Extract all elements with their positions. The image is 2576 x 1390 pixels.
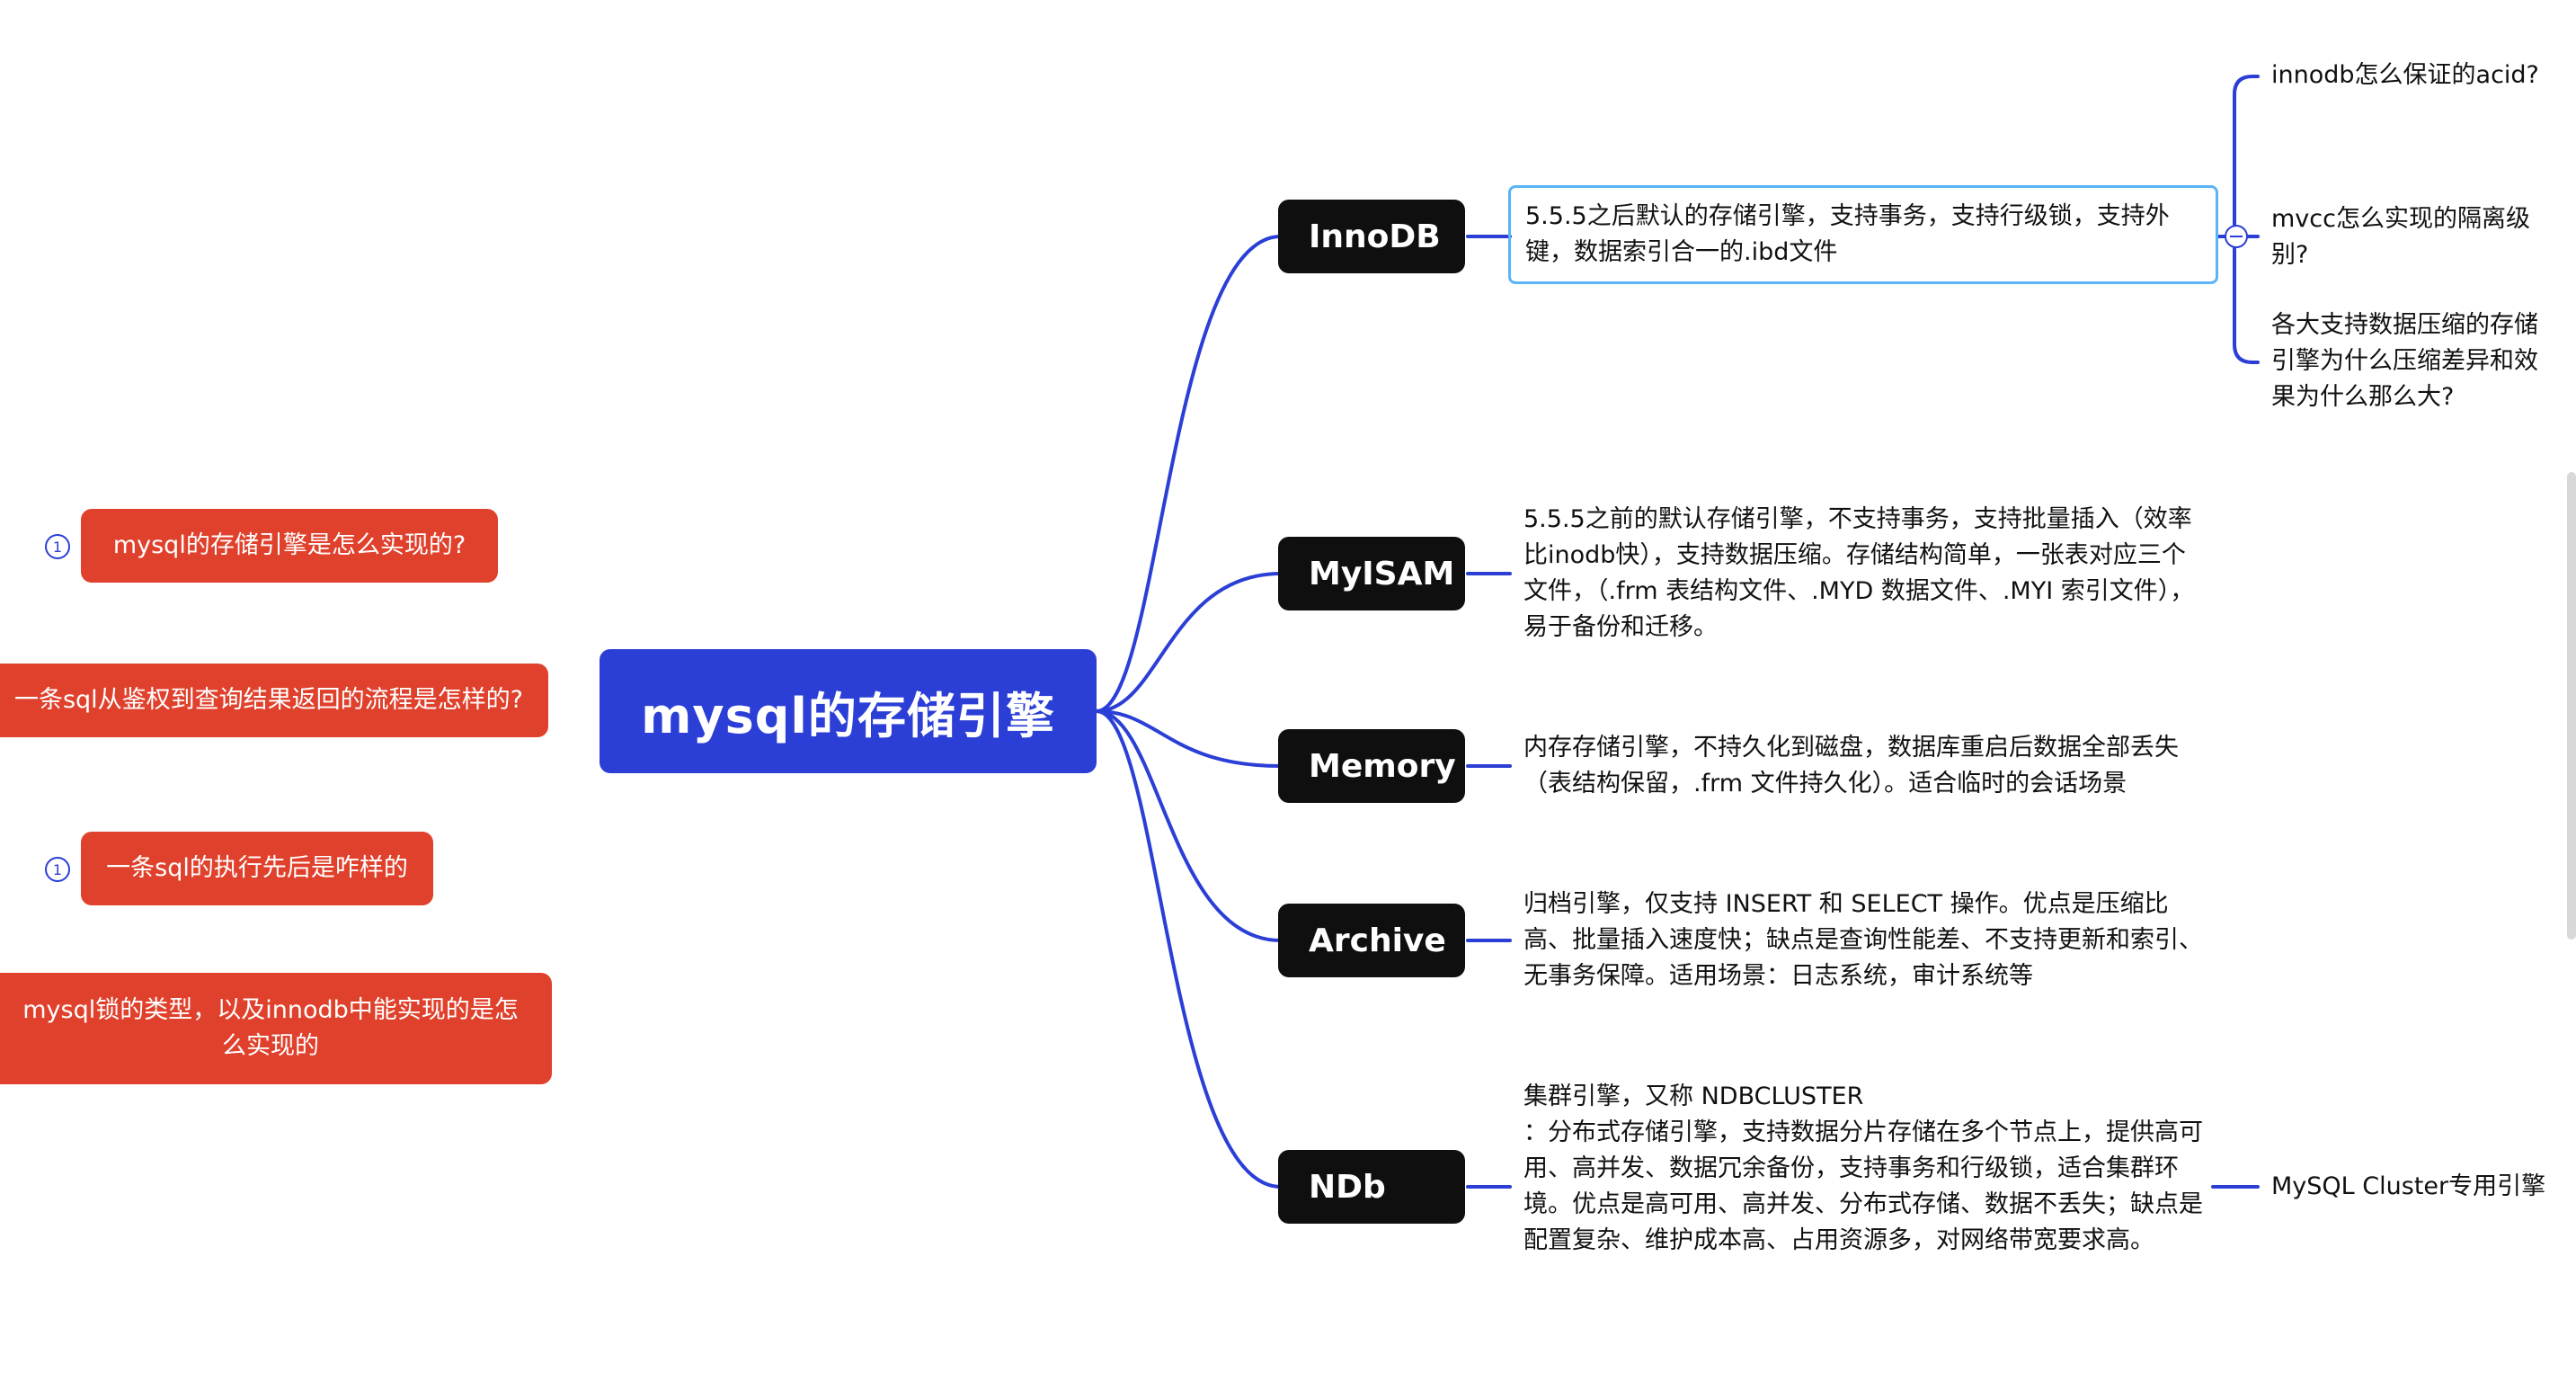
root-node[interactable]: mysql的存储引擎 <box>600 649 1097 773</box>
engine-description-myisam[interactable]: 5.5.5之前的默认存储引擎，不支持事务，支持批量插入（效率比inodb快），支… <box>1523 505 2195 641</box>
connector-root-ndb <box>1095 709 1283 1189</box>
collapse-toggle-icon[interactable] <box>2225 225 2248 248</box>
left-node-1-badge[interactable]: 1 <box>45 534 70 559</box>
engine-description-innodb[interactable]: 5.5.5之后默认的存储引擎，支持事务，支持行级锁，支持外键，数据索引合一的.i… <box>1508 185 2218 284</box>
ndb-child-1[interactable]: MySQL Cluster专用引擎 <box>2271 1172 2546 1200</box>
connector-innodb-child-1 <box>2216 75 2260 238</box>
left-node-1[interactable]: mysql的存储引擎是怎么实现的? <box>81 509 498 583</box>
left-node-3-badge[interactable]: 1 <box>45 857 70 882</box>
connector-innodb-child-3 <box>2233 235 2260 364</box>
vertical-scrollbar[interactable] <box>2567 472 2576 940</box>
innodb-child-2[interactable]: mvcc怎么实现的隔离级别? <box>2271 205 2530 269</box>
connector-root-memory <box>1095 709 1283 768</box>
engine-node-myisam[interactable]: MyISAM <box>1278 537 1465 610</box>
left-node-4[interactable]: mysql锁的类型，以及innodb中能实现的是怎么实现的 <box>0 973 552 1084</box>
engine-node-memory[interactable]: Memory <box>1278 729 1465 803</box>
connector-root-innodb <box>1095 235 1283 713</box>
connector-root-archive <box>1095 709 1283 942</box>
left-node-2[interactable]: 一条sql从鉴权到查询结果返回的流程是怎样的? <box>0 664 548 737</box>
innodb-child-3[interactable]: 各大支持数据压缩的存储引擎为什么压缩差异和效果为什么那么大? <box>2271 311 2538 411</box>
engine-node-archive[interactable]: Archive <box>1278 904 1465 977</box>
innodb-child-1[interactable]: innodb怎么保证的acid? <box>2271 61 2539 89</box>
engine-description-ndb[interactable]: 集群引擎，又称 NDBCLUSTER ：分布式存储引擎，支持数据分片存储在多个节… <box>1523 1083 2203 1254</box>
engine-node-innodb[interactable]: InnoDB <box>1278 200 1465 273</box>
engine-description-memory[interactable]: 内存存储引擎，不持久化到磁盘，数据库重启后数据全部丢失（表结构保留，.frm 文… <box>1523 734 2179 797</box>
left-node-3[interactable]: 一条sql的执行先后是咋样的 <box>81 832 433 905</box>
engine-description-archive[interactable]: 归档引擎，仅支持 INSERT 和 SELECT 操作。优点是压缩比高、批量插入… <box>1523 890 2203 990</box>
connector-root-myisam <box>1095 572 1283 713</box>
engine-node-ndb[interactable]: NDb <box>1278 1150 1465 1224</box>
